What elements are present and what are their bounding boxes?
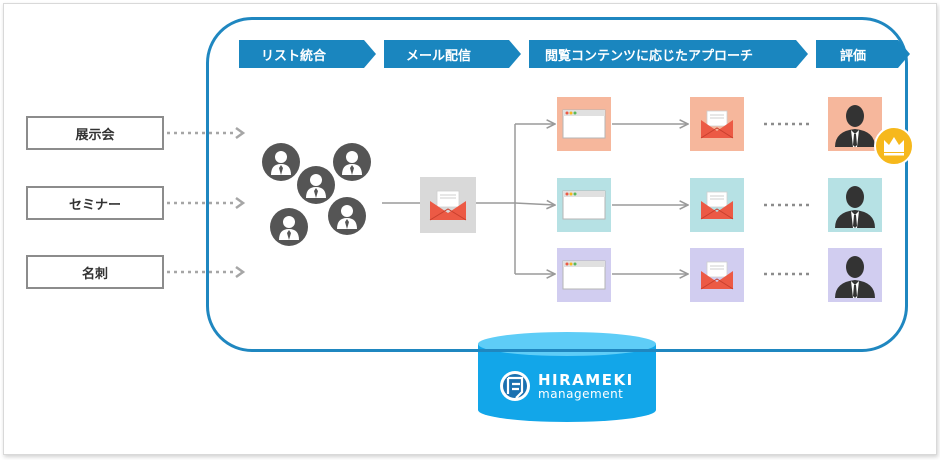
branch-lines (476, 124, 688, 274)
envelope-icon (429, 190, 467, 221)
arrowhead-2 (235, 196, 246, 210)
hirameki-logo-icon (500, 371, 530, 401)
step-content-approach: 閲覧コンテンツに応じたアプローチ (529, 40, 808, 68)
arrowhead-1 (235, 126, 246, 140)
evaluation-tile-purple (828, 248, 882, 302)
step-evaluation: 評価 (816, 40, 910, 68)
browser-window-icon (562, 109, 606, 139)
businessman-icon (835, 256, 875, 298)
process-container (206, 17, 908, 352)
browser-window-icon (562, 260, 606, 290)
step-label: 評価 (840, 48, 867, 64)
browser-window-icon (562, 190, 606, 220)
source-label: 展示会 (75, 127, 115, 143)
browser-tile-orange (557, 97, 611, 151)
source-exhibition: 展示会 (26, 116, 164, 150)
brand-sub: management (538, 387, 624, 401)
source-arrows (167, 131, 236, 274)
approach-mail-tile-teal (690, 178, 744, 232)
source-seminar: セミナー (26, 186, 164, 220)
evaluation-dots (764, 122, 812, 276)
step-label: メール配信 (406, 48, 472, 64)
envelope-icon (700, 191, 734, 220)
browser-tile-teal (557, 178, 611, 232)
browser-tile-purple (557, 248, 611, 302)
approach-mail-tile-purple (690, 248, 744, 302)
source-label: 名刺 (81, 266, 108, 282)
brand-name: HIRAMEKI (538, 371, 634, 389)
step-label: リスト統合 (261, 48, 327, 64)
envelope-icon (700, 261, 734, 290)
source-business-card: 名刺 (26, 255, 164, 289)
step-list-integration: リスト統合 (239, 40, 376, 68)
step-label: 閲覧コンテンツに応じたアプローチ (545, 48, 754, 64)
businessman-icon (835, 186, 875, 228)
source-label: セミナー (68, 197, 121, 213)
businessman-icon (835, 105, 875, 147)
arrowhead-3 (235, 265, 246, 279)
approach-mail-tile-orange (690, 97, 744, 151)
evaluation-tile-orange (828, 97, 882, 151)
mail-delivery-tile (420, 177, 476, 233)
step-mail-delivery: メール配信 (384, 40, 521, 68)
evaluation-tile-teal (828, 178, 882, 232)
envelope-icon (700, 110, 734, 139)
